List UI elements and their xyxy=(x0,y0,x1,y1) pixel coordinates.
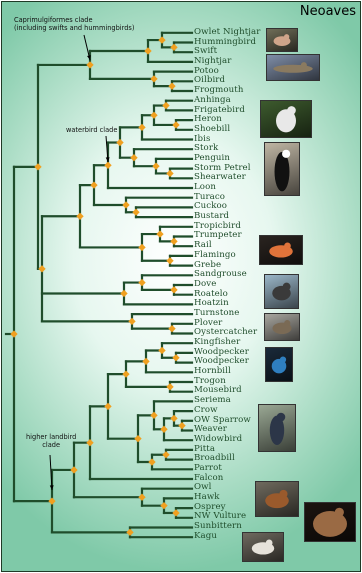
node-marker xyxy=(160,502,167,509)
bird-silhouette xyxy=(261,101,311,137)
node-marker xyxy=(116,139,123,146)
bird-silhouette xyxy=(243,533,283,561)
node-marker xyxy=(162,102,169,109)
bird-silhouette xyxy=(305,503,355,541)
bird-silhouette xyxy=(256,482,298,516)
annotation-arrows xyxy=(50,35,110,490)
node-marker xyxy=(168,82,175,89)
tree-nodes xyxy=(10,36,185,536)
node-marker xyxy=(150,412,157,419)
node-marker xyxy=(86,439,93,446)
node-marker xyxy=(86,61,93,68)
node-marker xyxy=(142,358,149,365)
node-marker xyxy=(144,47,151,54)
bird-silhouette xyxy=(265,275,298,308)
plover-photo xyxy=(264,313,300,341)
node-marker xyxy=(130,154,137,161)
node-marker xyxy=(134,435,141,442)
node-marker xyxy=(168,325,175,332)
node-marker xyxy=(162,451,169,458)
node-marker xyxy=(172,121,179,128)
falcon-photo xyxy=(255,481,299,517)
bird-silhouette xyxy=(265,314,299,340)
node-marker xyxy=(122,201,129,208)
nightjar-photo xyxy=(266,54,320,81)
bird-silhouette xyxy=(267,55,319,80)
bird-silhouette xyxy=(259,405,295,451)
node-marker xyxy=(148,458,155,465)
node-marker xyxy=(170,44,177,51)
bird-silhouette xyxy=(265,143,299,195)
node-marker xyxy=(158,36,165,43)
node-marker xyxy=(166,383,173,390)
node-marker xyxy=(166,257,173,264)
node-marker xyxy=(70,466,77,473)
bird-silhouette xyxy=(266,348,292,381)
node-marker xyxy=(38,265,45,272)
node-marker xyxy=(170,238,177,245)
node-marker xyxy=(160,426,167,433)
node-marker xyxy=(138,279,145,286)
node-marker xyxy=(166,170,173,177)
node-marker xyxy=(178,422,185,429)
node-marker xyxy=(132,209,139,216)
node-marker xyxy=(156,230,163,237)
heron-photo xyxy=(260,100,312,138)
node-marker xyxy=(104,162,111,169)
node-marker xyxy=(126,529,133,536)
hummingbird-photo xyxy=(266,28,298,52)
crow-photo xyxy=(258,404,296,452)
node-marker xyxy=(122,370,129,377)
node-marker xyxy=(138,494,145,501)
node-marker xyxy=(138,124,145,131)
bird-silhouette xyxy=(267,29,297,51)
taxon-list: Owlet NightjarHummingbirdSwiftNightjarPo… xyxy=(194,28,260,541)
node-marker xyxy=(48,497,55,504)
node-marker xyxy=(138,244,145,251)
node-marker xyxy=(150,75,157,82)
node-marker xyxy=(76,213,83,220)
node-marker xyxy=(90,181,97,188)
node-marker xyxy=(10,330,17,337)
penguin-photo xyxy=(264,142,300,196)
node-marker xyxy=(170,286,177,293)
node-marker xyxy=(152,162,159,169)
kingfisher-photo xyxy=(265,347,293,382)
node-marker xyxy=(172,354,179,361)
node-marker xyxy=(104,403,111,410)
node-marker xyxy=(158,347,165,354)
kagu-photo xyxy=(242,532,284,562)
owl-photo xyxy=(304,502,356,542)
node-marker xyxy=(128,318,135,325)
node-marker xyxy=(170,415,177,422)
flamingo-photo xyxy=(259,235,303,265)
node-marker xyxy=(120,290,127,297)
grebe-photo xyxy=(264,274,299,309)
node-marker xyxy=(172,509,179,516)
node-marker xyxy=(34,163,41,170)
tree-branches xyxy=(6,33,192,537)
node-marker xyxy=(150,112,157,119)
bird-silhouette xyxy=(260,236,302,264)
